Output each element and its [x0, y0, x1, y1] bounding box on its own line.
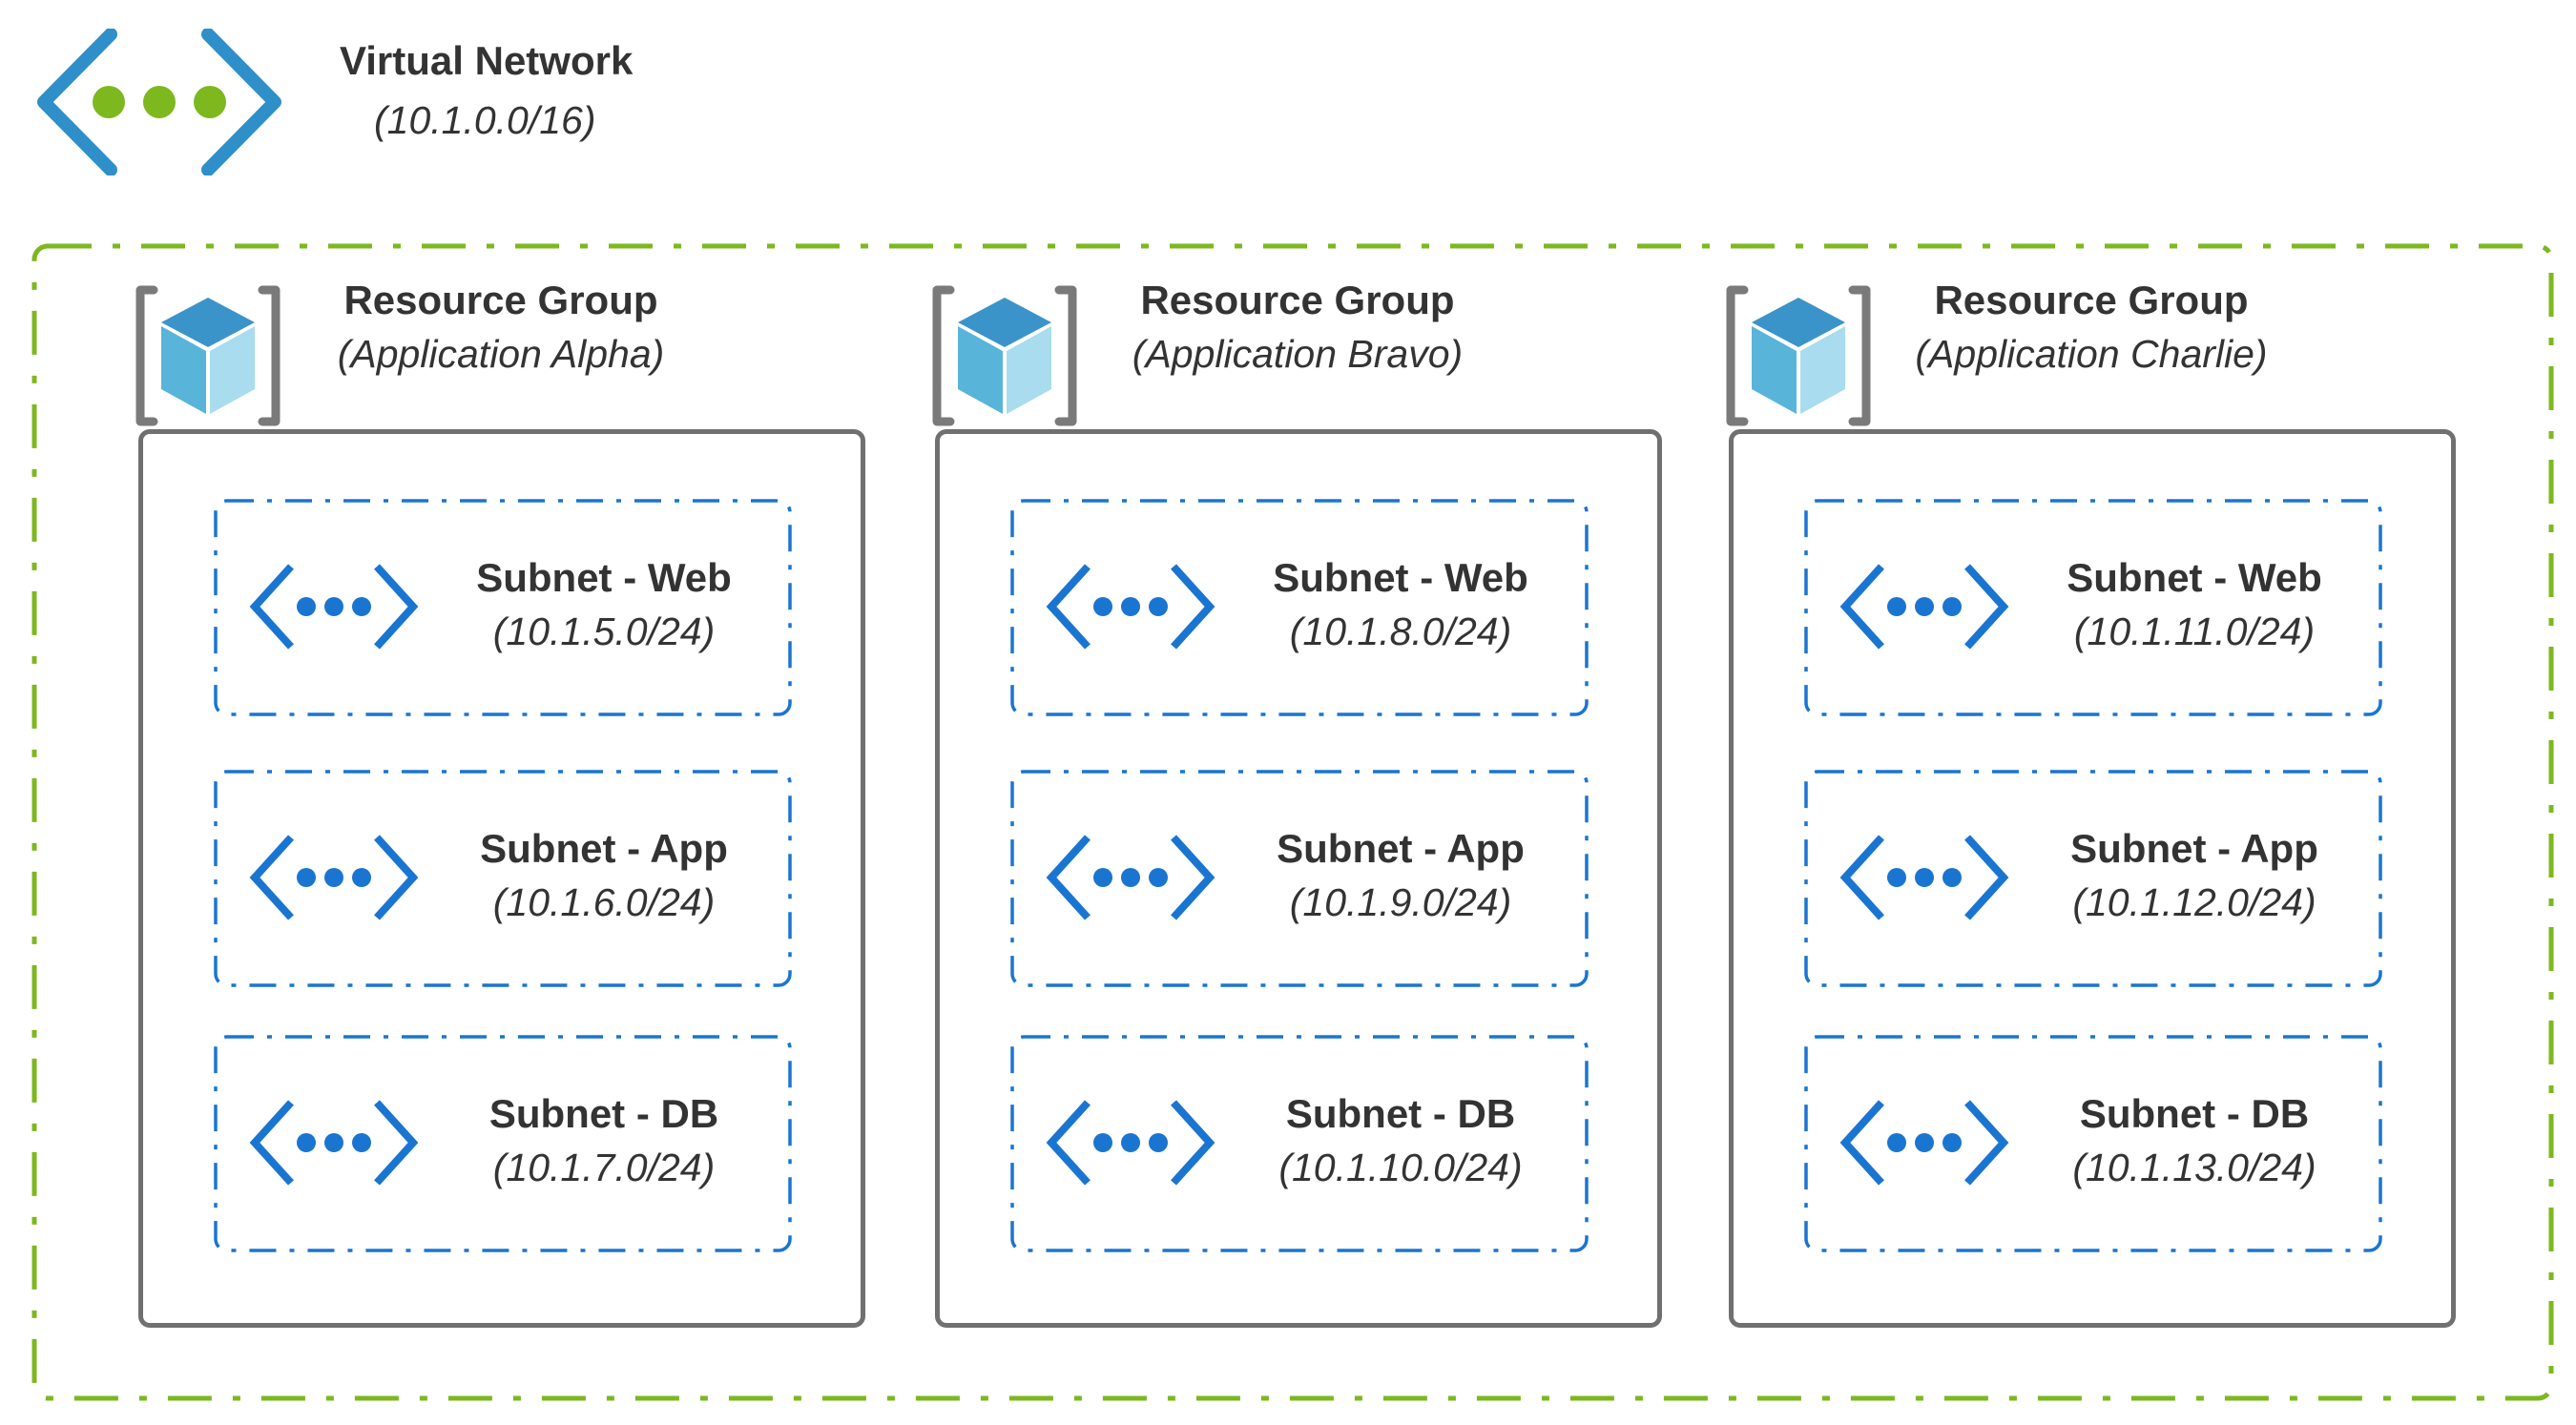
resource-group-alpha-label: Resource Group (Application Alpha) — [301, 277, 701, 378]
subnet-name: Subnet - Web — [1273, 555, 1528, 600]
subnet-name: Subnet - Web — [2067, 555, 2322, 600]
subnet-cidr: (10.1.12.0/24) — [2072, 880, 2316, 924]
resource-group-alpha-box — [138, 429, 865, 1328]
virtual-network-title: Virtual Network — [340, 38, 634, 83]
subnet-name: Subnet - DB — [488, 1091, 719, 1136]
subnet-label: Subnet - Web (10.1.8.0/24) — [1229, 553, 1572, 656]
subnet-icon — [1046, 832, 1215, 923]
subnet-label: Subnet - Web (10.1.11.0/24) — [2023, 553, 2366, 656]
subnet-app: Subnet - App (10.1.12.0/24) — [1803, 769, 2383, 988]
resource-group-title: Resource Group — [1934, 278, 2249, 322]
resource-group-bravo-box — [935, 429, 1662, 1328]
subnet-icon — [1839, 832, 2009, 923]
resource-group-charlie-label: Resource Group (Application Charlie) — [1891, 277, 2292, 378]
subnet-app: Subnet - App (10.1.6.0/24) — [213, 769, 793, 988]
virtual-network-icon — [37, 29, 281, 176]
subnet-cidr: (10.1.8.0/24) — [1289, 609, 1512, 653]
virtual-network-label: Virtual Network (10.1.0.0/16) — [340, 36, 664, 145]
subnet-name: Subnet - Web — [476, 555, 732, 600]
resource-group-icon — [929, 277, 1080, 435]
subnet-name: Subnet - App — [2070, 826, 2318, 871]
subnet-cidr: (10.1.10.0/24) — [1278, 1146, 1523, 1189]
resource-group-title: Resource Group — [343, 278, 658, 322]
subnet-web: Subnet - Web (10.1.11.0/24) — [1803, 498, 2383, 717]
resource-group-subtitle: (Application Bravo) — [1132, 332, 1464, 376]
subnet-label: Subnet - App (10.1.6.0/24) — [432, 824, 776, 927]
subnet-icon — [1839, 561, 2009, 652]
subnet-name: Subnet - App — [1277, 826, 1525, 871]
subnet-label: Subnet - DB (10.1.7.0/24) — [432, 1089, 776, 1192]
subnet-web: Subnet - Web (10.1.5.0/24) — [213, 498, 793, 717]
resource-group-title: Resource Group — [1140, 278, 1455, 322]
subnet-label: Subnet - App (10.1.12.0/24) — [2023, 824, 2366, 927]
subnet-label: Subnet - Web (10.1.5.0/24) — [432, 553, 776, 656]
resource-group-bravo-label: Resource Group (Application Bravo) — [1097, 277, 1498, 378]
subnet-cidr: (10.1.7.0/24) — [492, 1146, 716, 1189]
subnet-db: Subnet - DB (10.1.7.0/24) — [213, 1034, 793, 1253]
subnet-icon — [249, 1097, 419, 1188]
subnet-label: Subnet - DB (10.1.10.0/24) — [1229, 1089, 1572, 1192]
resource-group-icon — [1723, 277, 1874, 435]
resource-group-subtitle: (Application Charlie) — [1915, 332, 2268, 376]
subnet-db: Subnet - DB (10.1.10.0/24) — [1009, 1034, 1589, 1253]
subnet-cidr: (10.1.11.0/24) — [2073, 609, 2316, 653]
subnet-icon — [249, 832, 419, 923]
subnet-icon — [249, 561, 419, 652]
subnet-name: Subnet - App — [480, 826, 728, 871]
subnet-name: Subnet - DB — [2079, 1091, 2310, 1136]
subnet-cidr: (10.1.5.0/24) — [492, 609, 716, 653]
subnet-label: Subnet - App (10.1.9.0/24) — [1229, 824, 1572, 927]
resource-group-icon — [133, 277, 283, 435]
subnet-cidr: (10.1.13.0/24) — [2072, 1146, 2316, 1189]
subnet-icon — [1046, 1097, 1215, 1188]
subnet-name: Subnet - DB — [1285, 1091, 1516, 1136]
subnet-label: Subnet - DB (10.1.13.0/24) — [2023, 1089, 2366, 1192]
subnet-db: Subnet - DB (10.1.13.0/24) — [1803, 1034, 2383, 1253]
resource-group-subtitle: (Application Alpha) — [337, 332, 665, 376]
subnet-web: Subnet - Web (10.1.8.0/24) — [1009, 498, 1589, 717]
subnet-icon — [1046, 561, 1215, 652]
resource-group-charlie-box — [1729, 429, 2456, 1328]
subnet-app: Subnet - App (10.1.9.0/24) — [1009, 769, 1589, 988]
subnet-cidr: (10.1.6.0/24) — [492, 880, 716, 924]
virtual-network-cidr: (10.1.0.0/16) — [374, 98, 596, 142]
subnet-icon — [1839, 1097, 2009, 1188]
subnet-cidr: (10.1.9.0/24) — [1289, 880, 1512, 924]
